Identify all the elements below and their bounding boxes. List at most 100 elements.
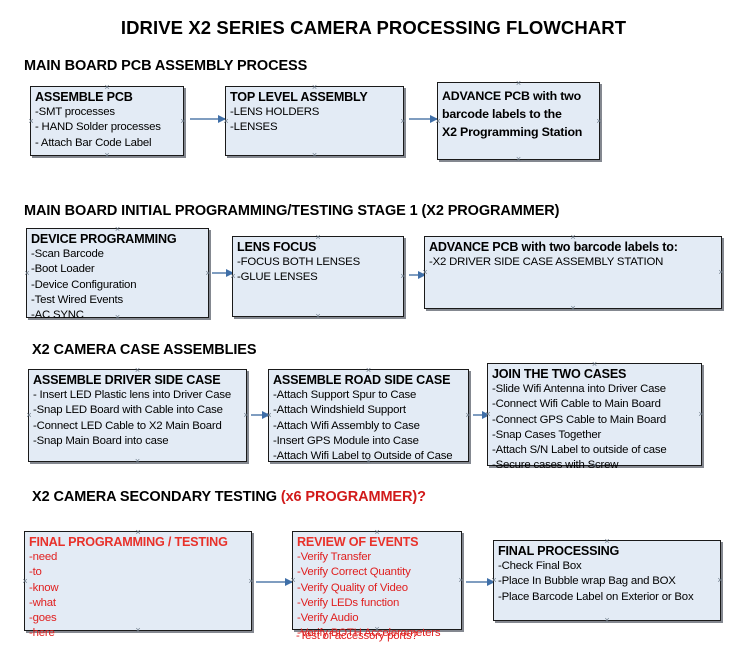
box-line: -Attach Wifi Label to Outside of Case: [273, 450, 453, 463]
box-title: TOP LEVEL ASSEMBLY: [230, 90, 368, 104]
resize-handle-right[interactable]: [458, 577, 465, 584]
box-line: -Connect LED Cable to X2 Main Board: [33, 419, 222, 432]
resize-handle-top[interactable]: [104, 84, 111, 91]
box-top-level-assembly[interactable]: TOP LEVEL ASSEMBLY -LENS HOLDERS -LENSES: [225, 86, 404, 156]
resize-handle-right[interactable]: [180, 118, 187, 125]
resize-handle-right[interactable]: [717, 577, 724, 584]
resize-handle-right[interactable]: [400, 273, 407, 280]
resize-handle-top[interactable]: [134, 367, 141, 374]
resize-handle-left[interactable]: [422, 269, 429, 276]
box-line: -Attach Wifi Assembly to Case: [273, 419, 420, 432]
resize-handle-left[interactable]: [24, 270, 31, 277]
box-line: -Verify Transfer: [297, 551, 372, 563]
section-heading-accent-text: (x6 PROGRAMMER)?: [280, 489, 426, 505]
box-assemble-driver-side-case[interactable]: ASSEMBLE DRIVER SIDE CASE - Insert LED P…: [28, 369, 247, 462]
box-review-of-events[interactable]: REVIEW OF EVENTS -Verify Transfer -Verif…: [290, 529, 465, 639]
resize-handle-top[interactable]: [315, 234, 322, 241]
resize-handle-bottom[interactable]: [570, 305, 577, 312]
resize-handle-top[interactable]: [570, 234, 577, 241]
box-line: - Insert LED Plastic lens into Driver Ca…: [33, 389, 231, 401]
resize-handle-left[interactable]: [485, 411, 492, 418]
box-line: -Verify LEDs function: [297, 596, 400, 609]
resize-handle-bottom[interactable]: [135, 627, 142, 634]
arrow-assemble-pcb-to-top-level: [190, 114, 226, 123]
resize-handle-right[interactable]: [205, 270, 212, 277]
box-line: -Connect Wifi Cable to Main Board: [492, 398, 661, 411]
resize-handle-bottom[interactable]: [591, 462, 598, 469]
resize-handle-left[interactable]: [290, 577, 297, 584]
box-line: -Verify Correct Quantity: [297, 566, 411, 579]
resize-handle-left[interactable]: [491, 577, 498, 584]
resize-handle-right[interactable]: [596, 118, 603, 125]
resize-handle-left[interactable]: [26, 412, 33, 419]
box-line: -Place In Bubble wrap Bag and BOX: [498, 575, 676, 588]
box-line: -Insert GPS Module into Case: [273, 434, 419, 447]
resize-handle-top[interactable]: [515, 80, 522, 87]
box-line: -Snap LED Board with Cable into Case: [33, 404, 223, 417]
resize-handle-top[interactable]: [604, 538, 611, 545]
box-lens-focus[interactable]: LENS FOCUS -FOCUS BOTH LENSES -GLUE LENS…: [232, 236, 404, 317]
box-line: barcode labels to the: [442, 107, 562, 121]
box-line: -Test Wired Events: [31, 293, 123, 306]
box-line: -SMT processes: [35, 106, 115, 118]
box-assemble-road-side-case[interactable]: ASSEMBLE ROAD SIDE CASE -Attach Support …: [268, 369, 469, 462]
resize-handle-top[interactable]: [135, 529, 142, 536]
resize-handle-right[interactable]: [248, 578, 255, 585]
resize-handle-right[interactable]: [243, 412, 250, 419]
resize-handle-top[interactable]: [374, 529, 381, 536]
resize-handle-top[interactable]: [365, 367, 372, 374]
resize-handle-left[interactable]: [435, 118, 442, 125]
resize-handle-left[interactable]: [223, 118, 230, 125]
section-heading-text: X2 CAMERA CASE ASSEMBLIES: [32, 342, 257, 358]
box-line: -Attach S/N Label to outside of case: [492, 444, 667, 457]
box-line: -Snap Main Board into case: [33, 434, 169, 447]
box-advance-pcb-programming-station[interactable]: ADVANCE PCB with two barcode labels to t…: [437, 82, 600, 160]
resize-handle-left[interactable]: [266, 412, 273, 419]
resize-handle-bottom[interactable]: [134, 458, 141, 465]
resize-handle-right[interactable]: [698, 411, 705, 418]
resize-handle-bottom[interactable]: [515, 156, 522, 163]
resize-handle-top[interactable]: [311, 84, 318, 91]
box-final-processing[interactable]: FINAL PROCESSING -Check Final Box -Place…: [493, 540, 721, 621]
box-title: FINAL PROCESSING: [498, 544, 620, 558]
resize-handle-top[interactable]: [591, 361, 598, 368]
resize-handle-top[interactable]: [114, 226, 121, 233]
page-title: IDRIVE X2 SERIES CAMERA PROCESSING FLOWC…: [120, 17, 627, 38]
box-line: -LENS HOLDERS: [230, 106, 320, 118]
resize-handle-right[interactable]: [400, 118, 407, 125]
section-heading-secondary-testing: X2 CAMERA SECONDARY TESTING (x6 PROGRAMM…: [32, 489, 426, 505]
box-title: REVIEW OF EVENTS: [297, 535, 419, 549]
resize-handle-bottom[interactable]: [365, 458, 372, 465]
box-device-programming[interactable]: DEVICE PROGRAMMING -Scan Barcode -Boot L…: [24, 226, 212, 321]
box-line-overflow: -Test of accessory ports?: [296, 630, 418, 642]
resize-handle-bottom[interactable]: [315, 313, 322, 320]
box-title: ADVANCE PCB with two: [442, 89, 581, 103]
box-line: -LENSES: [230, 121, 278, 134]
resize-handle-left[interactable]: [230, 273, 237, 280]
box-advance-pcb-driver-side-station[interactable]: ADVANCE PCB with two barcode labels to: …: [424, 236, 722, 309]
box-assemble-pcb[interactable]: ASSEMBLE PCB -SMT processes - HAND Solde…: [30, 86, 184, 156]
box-final-programming-testing[interactable]: FINAL PROGRAMMING / TESTING -need -to -k…: [22, 529, 255, 639]
resize-handle-left[interactable]: [28, 118, 35, 125]
resize-handle-bottom[interactable]: [604, 617, 611, 624]
box-title: JOIN THE TWO CASES: [492, 367, 627, 381]
resize-handle-bottom[interactable]: [104, 152, 111, 159]
box-line: -Device Configuration: [31, 278, 137, 291]
box-line: -Slide Wifi Antenna into Driver Case: [492, 383, 666, 395]
resize-handle-bottom[interactable]: [114, 314, 121, 321]
resize-handle-right[interactable]: [465, 412, 472, 419]
box-join-the-two-cases[interactable]: JOIN THE TWO CASES -Slide Wifi Antenna i…: [485, 361, 705, 471]
resize-handle-left[interactable]: [22, 578, 29, 585]
box-line: -Snap Cases Together: [492, 428, 602, 441]
box-line: - HAND Solder processes: [35, 121, 161, 134]
section-heading-main-board-pcb-assembly: MAIN BOARD PCB ASSEMBLY PROCESS: [24, 58, 307, 74]
box-line: -Connect GPS Cable to Main Board: [492, 413, 667, 426]
box-line: -Attach Support Spur to Case: [273, 389, 417, 401]
box-line: -to: [29, 566, 42, 579]
resize-handle-right[interactable]: [718, 269, 725, 276]
box-line: -goes: [29, 612, 57, 625]
box-line: -FOCUS BOTH LENSES: [237, 256, 360, 268]
section-heading-text: X2 CAMERA SECONDARY TESTING: [32, 489, 281, 505]
resize-handle-bottom[interactable]: [311, 152, 318, 159]
